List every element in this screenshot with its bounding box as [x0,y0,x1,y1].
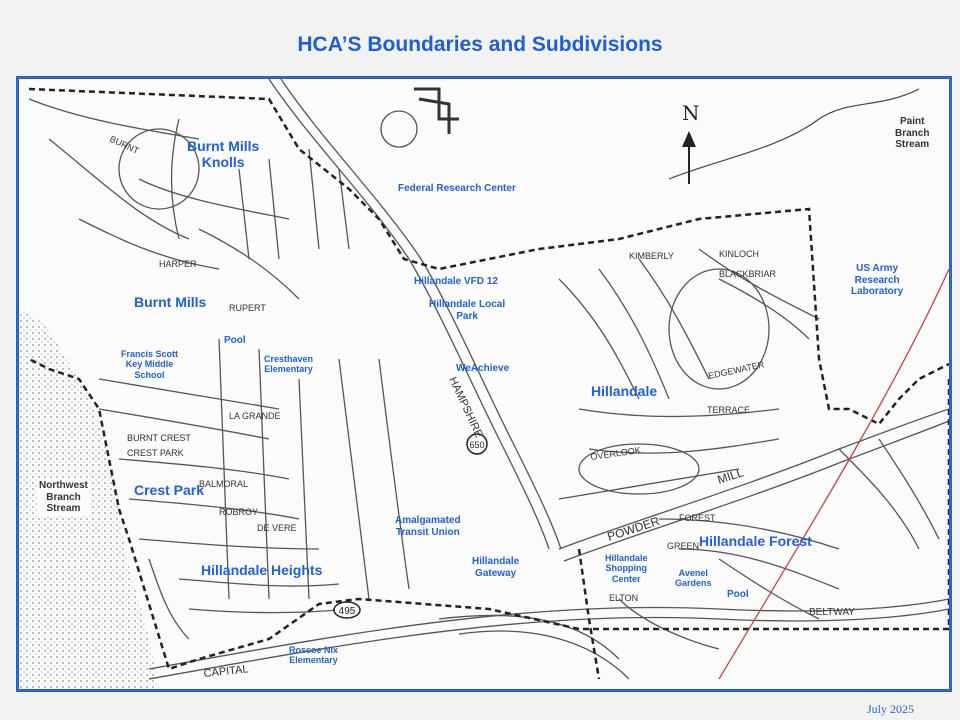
label-hillandale-shopping-center: Hillandale Shopping Center [605,553,648,584]
map-frame[interactable]: 495 650 POWDER MILL CAPITAL BELTWAY HAMP… [16,76,952,692]
street-powder: POWDER [606,514,662,544]
north-label: N [682,101,700,125]
hwy-650-label: 650 [469,440,484,450]
label-hillandale: Hillandale [591,383,658,399]
red-line-east [718,268,949,680]
label-burnt-mills-knolls: Burnt Mills Knolls [187,138,260,171]
street-elton: ELTON [609,593,638,603]
hca-boundary [28,87,949,671]
street-la-grande: LA GRANDE [229,411,281,421]
street-terrace: TERRACE [707,405,750,415]
street-hampshire: HAMPSHIRE [446,375,485,439]
date-label: July 2025 [866,702,914,716]
street-beltway: BELTWAY [809,607,855,618]
label-federal-research-center: Federal Research Center [398,183,516,194]
label-francis-scott-key: Francis Scott Key Middle School [121,349,179,380]
street-mill: MILL [716,465,746,487]
street-overlook: OVERLOOK [590,445,641,462]
label-hillandale-local-park: Hillandale Local Park [429,299,506,322]
label-amalgamated-transit-union: Amalgamated Transit Union [395,515,461,538]
street-kinloch: KINLOCH [719,249,759,259]
street-rupert: RUPERT [229,303,266,313]
street-de-vere: DE VERE [257,523,297,533]
street-green: GREEN [667,541,699,551]
hwy-495-label: 495 [339,606,356,617]
hwy-495-shield-icon [333,601,361,619]
north-arrow-icon [682,131,696,184]
street-burnt: BURNT [108,134,141,156]
label-us-army-research-laboratory: US Army Research Laboratory [851,263,904,297]
page-title: HCA’S Boundaries and Subdivisions [297,33,663,56]
label-hillandale-gateway: Hillandale Gateway [472,556,520,579]
street-edgewater: EDGEWATER [707,359,765,381]
street-forest: FOREST [679,513,716,523]
paint-branch-stream-line [668,88,920,180]
street-balmoral: BALMORAL [199,479,248,489]
label-cresthaven-elementary: Cresthaven Elementary [264,354,314,375]
street-map[interactable]: 495 650 POWDER MILL CAPITAL BELTWAY HAMP… [19,79,949,689]
label-pool-2: Pool [727,589,749,600]
label-roscoe-nix: Roscoe Nix Elementary [289,645,339,666]
street-blackbriar: BLACKBRIAR [719,269,777,279]
hwy-650-shield-icon [466,433,488,455]
label-hillandale-vfd: Hillandale VFD 12 [414,276,498,287]
label-northwest-branch-stream: Northwest Branch Stream [37,479,90,516]
label-pool-1: Pool [224,335,246,346]
label-hillandale-heights: Hillandale Heights [201,562,323,578]
label-avenel-gardens: Avenel Gardens [675,568,712,589]
street-harper: HARPER [159,259,197,269]
street-capital: CAPITAL [203,663,249,680]
road-network [28,79,949,680]
label-hillandale-forest: Hillandale Forest [699,533,812,549]
inner-boundary [577,548,601,680]
street-burnt-crest: BURNT CREST [127,433,191,443]
street-kimberly: KIMBERLY [629,251,674,261]
label-burnt-mills: Burnt Mills [134,294,207,310]
federal-research-building [414,87,459,134]
street-crest-park: CREST PARK [127,448,184,458]
label-paint-branch-stream: Paint Branch Stream [895,116,930,150]
label-crest-park: Crest Park [134,482,205,498]
label-weachieve: WeAchieve [456,363,510,374]
street-robroy: ROBROY [219,507,258,517]
